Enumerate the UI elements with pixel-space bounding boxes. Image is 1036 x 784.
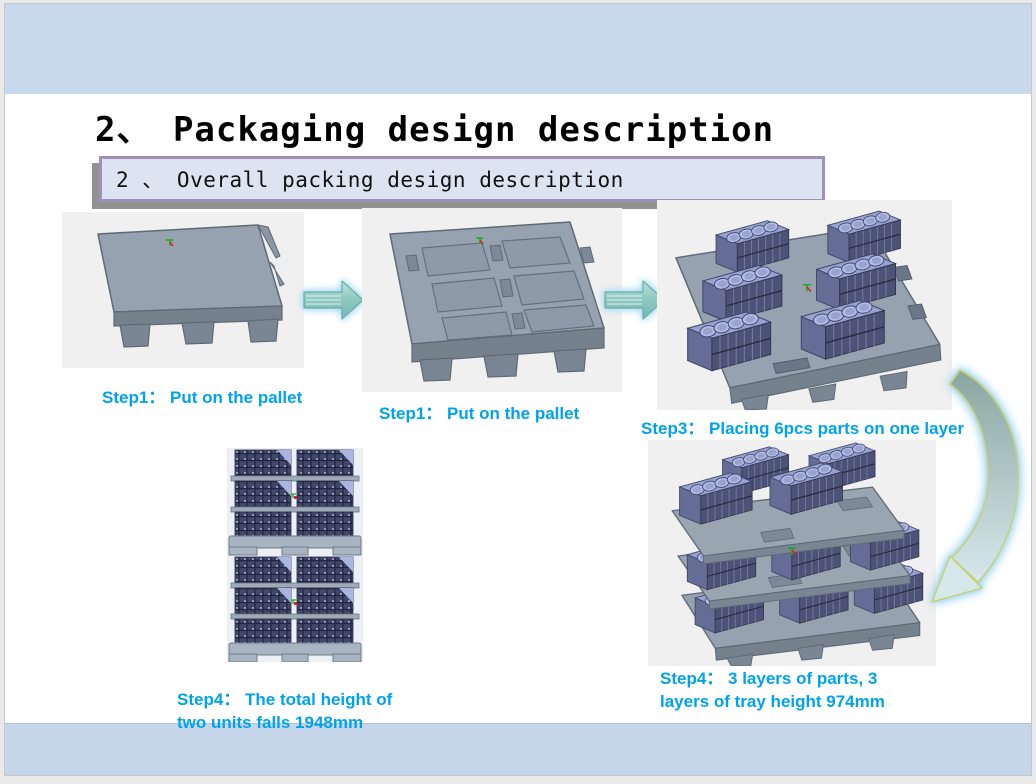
parts-on-layer-figure (657, 200, 952, 410)
slide-canvas: 2、 Packaging design description 2 、 Over… (4, 3, 1032, 776)
caption-step4a-line1: Step4： The total height of (177, 690, 393, 709)
caption-step4b: Step4： 3 layers of parts, 3 layers of tr… (660, 667, 885, 713)
caption-step4b-line2: layers of tray height 974mm (660, 692, 885, 711)
page-title: 2、 Packaging design description (95, 110, 775, 150)
three-layer-stack-icon (671, 442, 924, 666)
pallet-figure (62, 212, 304, 368)
pallet-3d-icon (97, 224, 285, 348)
caption-step1b: Step1： Put on the pallet (379, 404, 580, 423)
six-parts-on-tray-3d-icon (675, 210, 942, 410)
subtitle-text: 2 、 Overall packing design description (116, 168, 624, 192)
three-layer-stack-figure (648, 440, 936, 666)
caption-step3: Step3： Placing 6pcs parts on one layer (641, 419, 965, 438)
caption-step4a: Step4： The total height of two units fal… (177, 688, 392, 734)
bottom-banner (5, 723, 1031, 775)
tray-on-pallet-figure (362, 208, 622, 392)
right-arrow-icon (301, 274, 367, 328)
caption-step1a: Step1： Put on the pallet (102, 388, 303, 407)
stacked-units-figure (227, 448, 363, 662)
caption-step4a-line2: two units falls 1948mm (177, 713, 364, 732)
right-arrow-icon (602, 274, 668, 328)
subtitle-box: 2 、 Overall packing design description (99, 156, 825, 202)
curved-down-arrow-icon (920, 356, 1025, 606)
top-banner (5, 4, 1031, 94)
two-stacked-units-icon (228, 449, 362, 662)
tray-on-pallet-3d-icon (389, 221, 605, 382)
caption-step4b-line1: Step4： 3 layers of parts, 3 (660, 669, 878, 688)
